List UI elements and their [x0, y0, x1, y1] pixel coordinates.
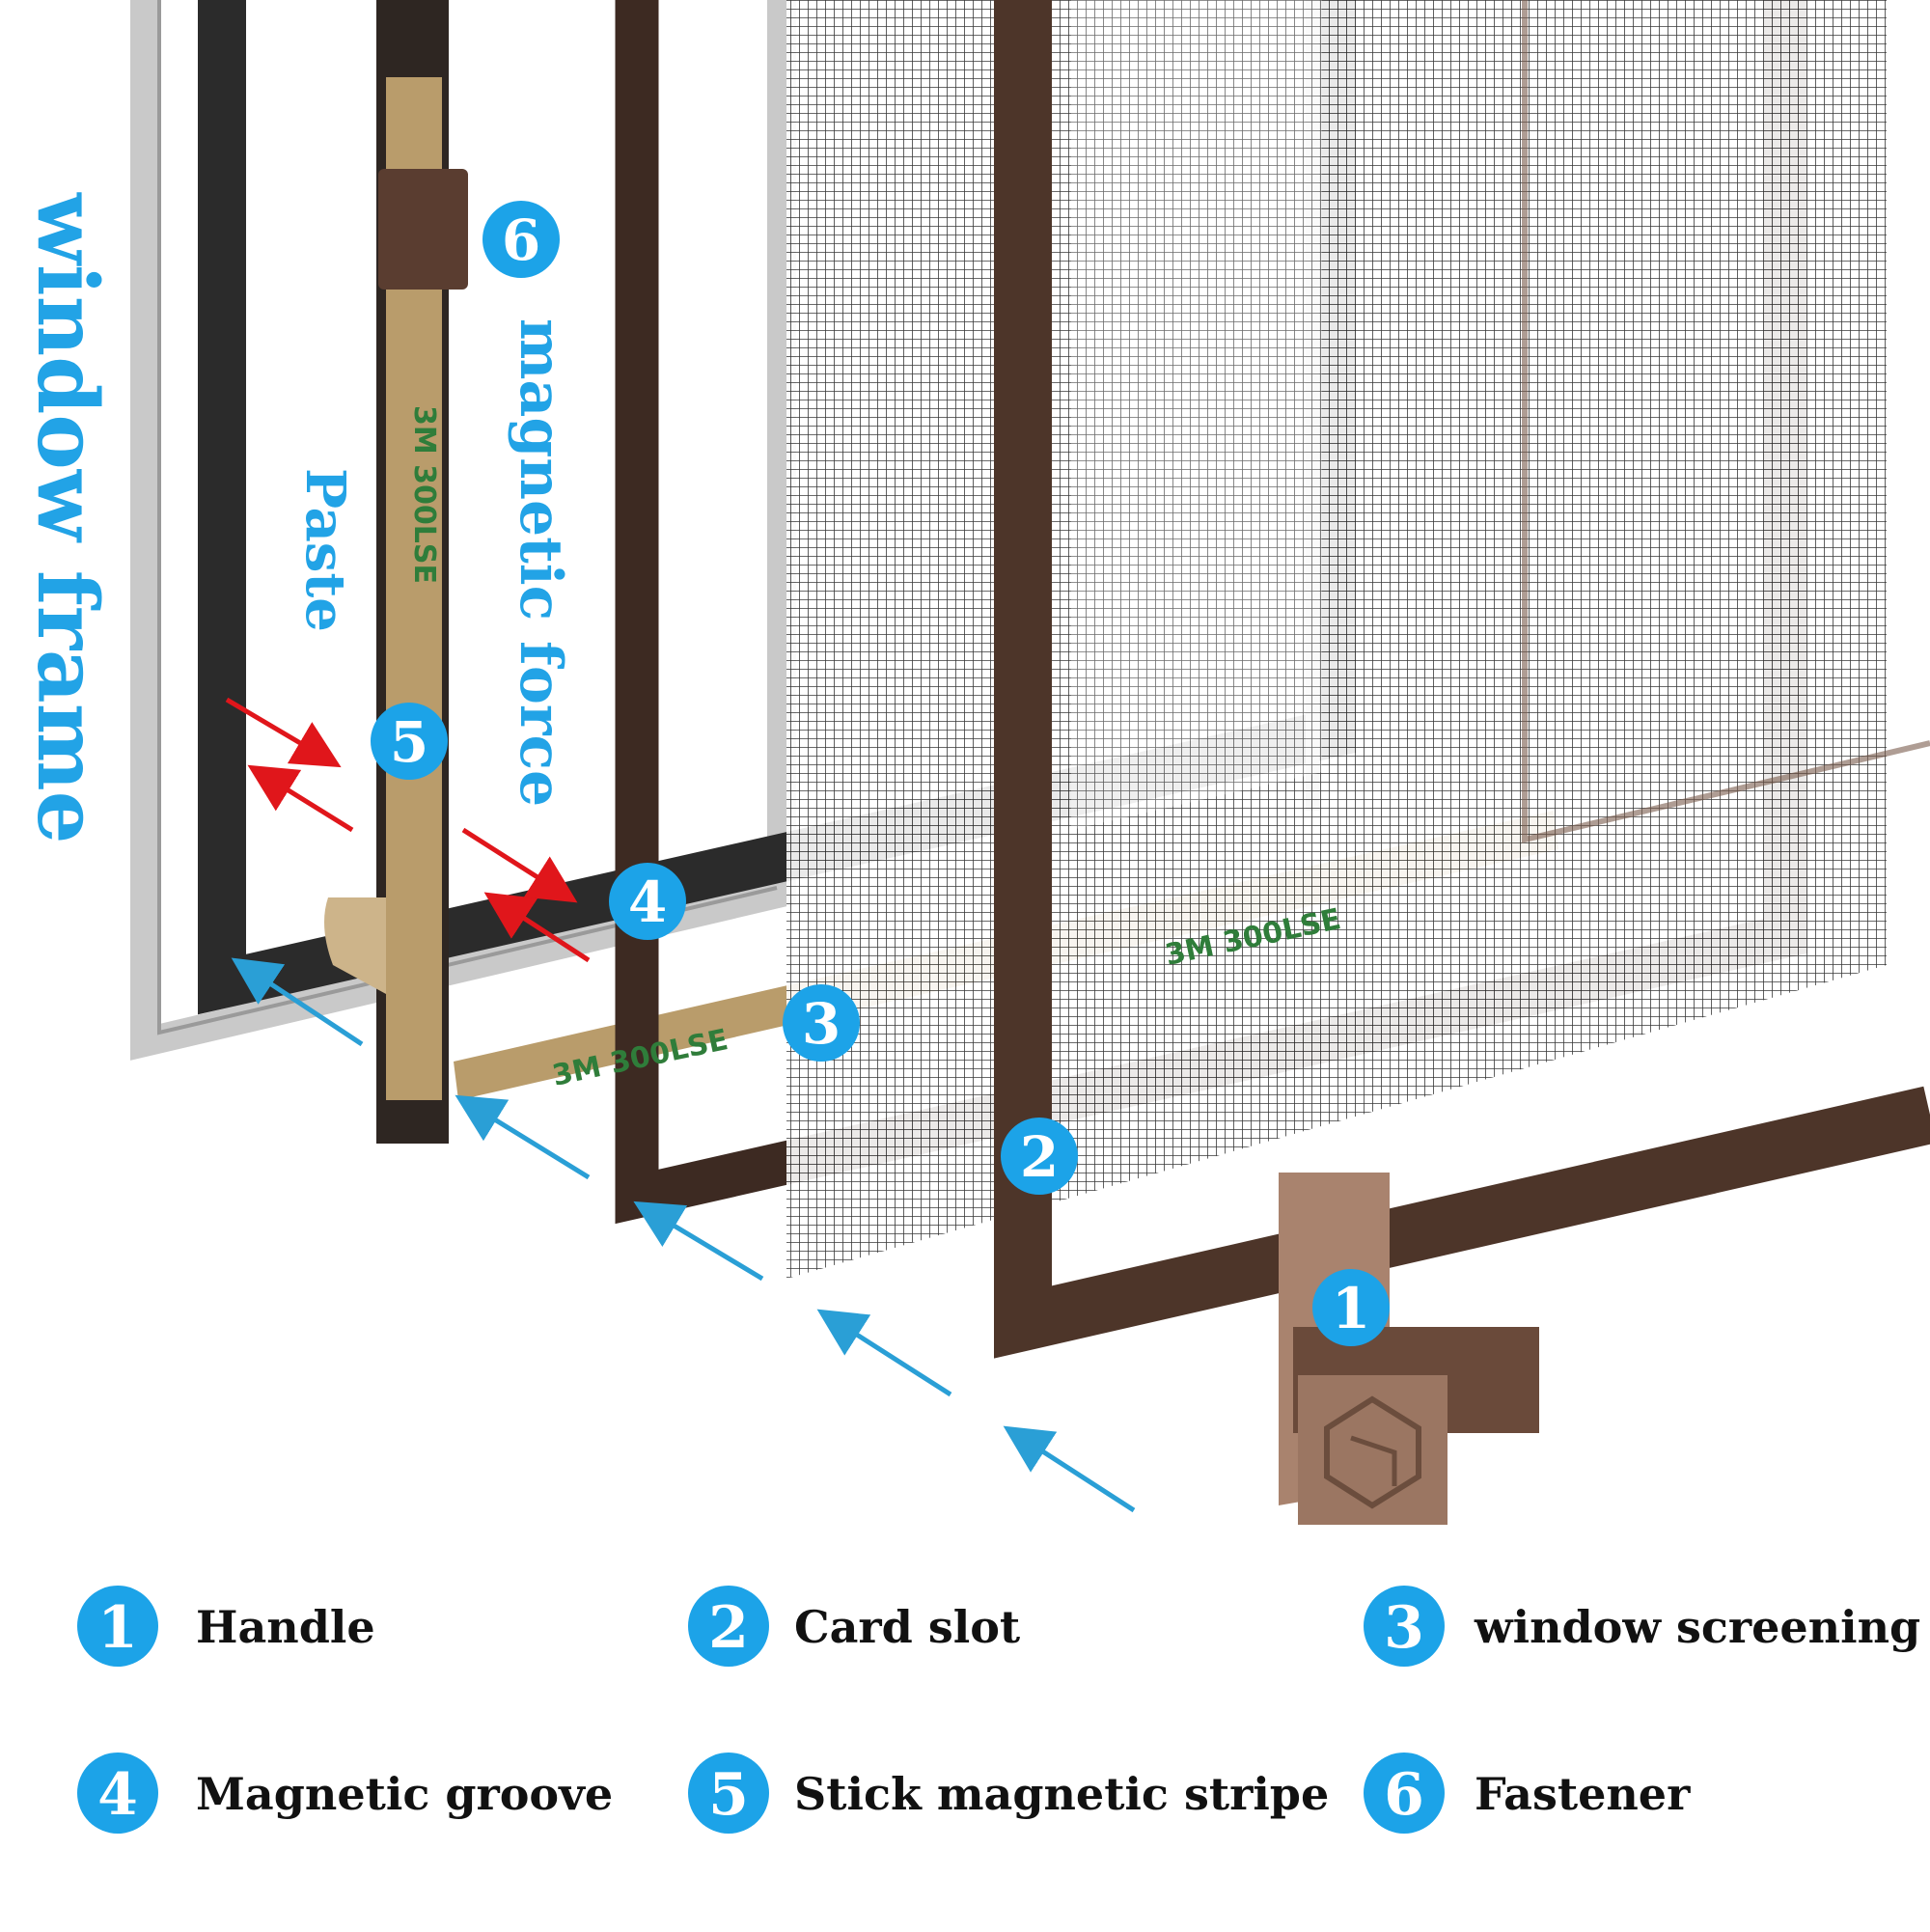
marker-2-number: 2 [1020, 1124, 1059, 1190]
window-frame-label: window frame [18, 192, 116, 843]
blue-arrow-1 [231, 957, 364, 1047]
marker-1: 1 [1312, 1269, 1390, 1346]
marker-5-number: 5 [390, 709, 428, 775]
marker-4-number: 4 [628, 869, 667, 935]
legend-label: Fastener [1475, 1768, 1691, 1820]
legend-label: Handle [196, 1601, 375, 1653]
handle-illustration [1279, 1173, 1539, 1525]
tape-print-vertical: 3M 300LSE [407, 405, 441, 584]
window-screening [786, 0, 1887, 1279]
blue-arrow-3 [633, 1201, 764, 1282]
red-arrow-3 [461, 827, 578, 903]
legend-item-card-slot: 2 Card slot [688, 1586, 1021, 1667]
fastener-clip [378, 169, 468, 290]
marker-6-number: 6 [502, 207, 540, 273]
legend-item-stick-magnetic-stripe: 5 Stick magnetic stripe [688, 1753, 1329, 1834]
marker-1-number: 1 [1332, 1276, 1370, 1341]
marker-3-number: 3 [802, 991, 841, 1057]
legend-number: 1 [97, 1594, 138, 1662]
assembly-arrows [231, 957, 1136, 1513]
blue-arrow-2 [455, 1094, 591, 1180]
legend-item-fastener: 6 Fastener [1364, 1753, 1691, 1834]
magnetic-force-arrows [225, 697, 591, 963]
legend-item-handle: 1 Handle [77, 1586, 375, 1667]
diagram-markers: 1 2 3 4 5 6 [371, 201, 1390, 1346]
legend-item-magnetic-groove: 4 Magnetic groove [77, 1753, 613, 1834]
marker-6: 6 [482, 201, 560, 278]
red-arrow-1 [225, 697, 342, 768]
legend-number: 2 [708, 1594, 749, 1662]
legend-number: 5 [708, 1761, 749, 1829]
window-frame [130, 0, 796, 1061]
marker-4: 4 [609, 863, 686, 940]
legend-label: window screening [1474, 1601, 1920, 1653]
peeled-tape [324, 897, 386, 994]
blue-arrow-5 [1003, 1425, 1136, 1513]
legend-item-window-screening: 3 window screening [1364, 1586, 1920, 1667]
red-arrow-4 [483, 892, 591, 963]
marker-2: 2 [1001, 1118, 1078, 1195]
card-slot-frame [994, 0, 1930, 1359]
legend-number: 4 [97, 1761, 138, 1829]
legend: 1 Handle 2 Card slot 3 window screening … [77, 1586, 1920, 1834]
legend-label: Magnetic groove [196, 1768, 613, 1820]
marker-5: 5 [371, 703, 448, 780]
blue-arrow-4 [816, 1309, 952, 1397]
magnetic-stripe-strip [324, 0, 468, 1144]
paste-label: Paste [293, 468, 357, 632]
magnetic-force-label: magnetic force [507, 318, 574, 807]
marker-3: 3 [783, 984, 860, 1062]
legend-label: Card slot [794, 1601, 1021, 1653]
legend-label: Stick magnetic stripe [794, 1768, 1329, 1820]
legend-number: 3 [1384, 1594, 1424, 1662]
legend-number: 6 [1384, 1761, 1424, 1829]
red-arrow-2 [247, 764, 354, 833]
